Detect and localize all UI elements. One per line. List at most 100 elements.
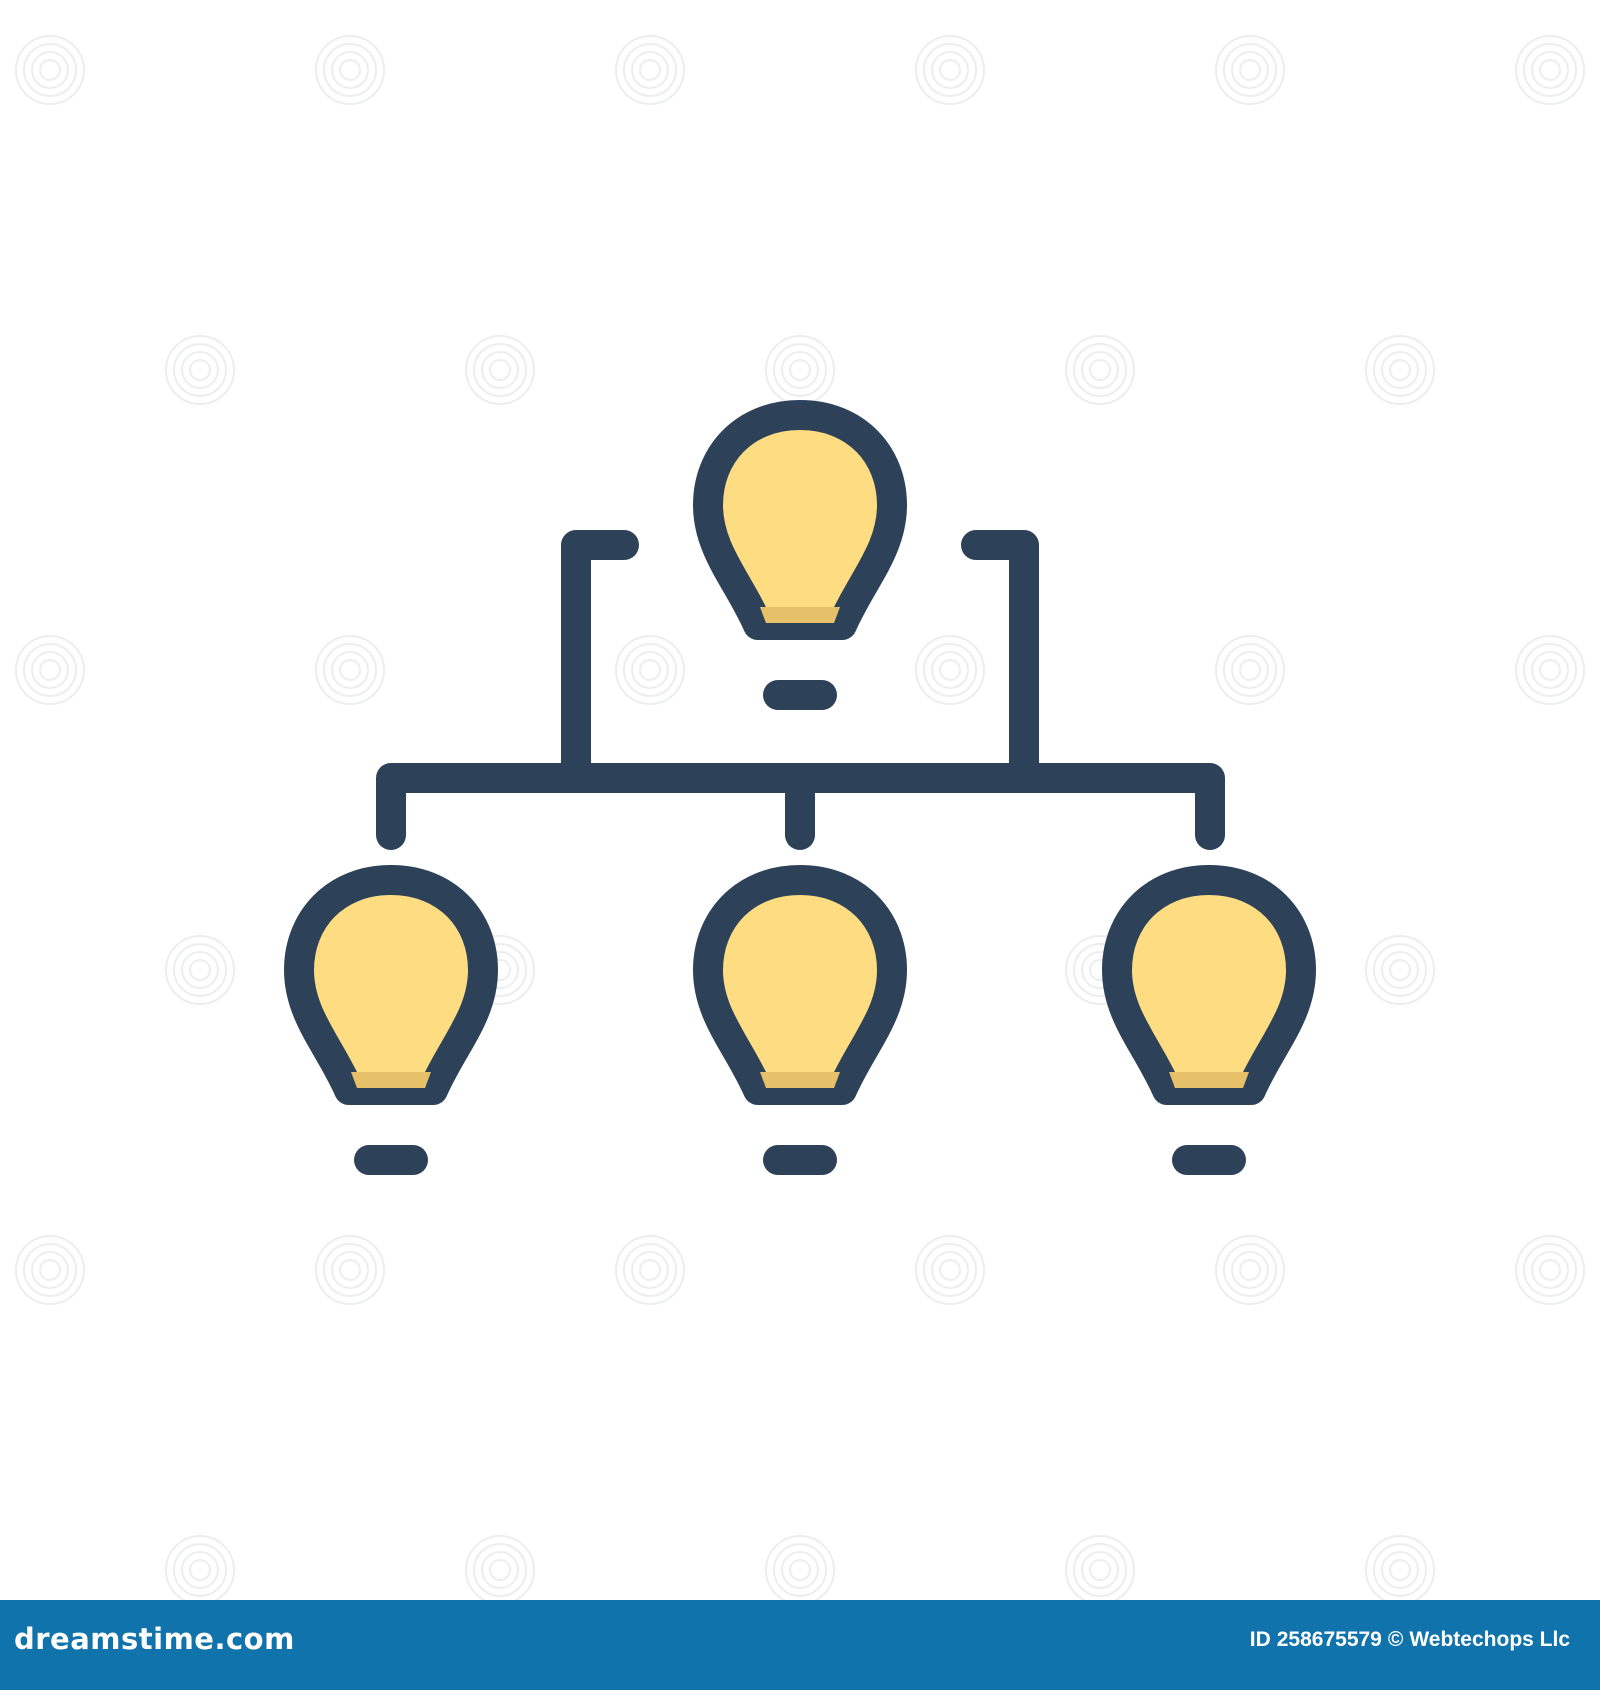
watermark-ring: [165, 935, 235, 1005]
watermark-ring: [639, 59, 661, 81]
watermark-ring: [1523, 643, 1577, 697]
watermark-ring: [631, 1251, 669, 1289]
watermark-ring: [939, 59, 961, 81]
watermark-ring: [1539, 59, 1561, 81]
watermark-ring: [1531, 1251, 1569, 1289]
watermark-layer: [15, 35, 1585, 1600]
watermark-ring: [773, 343, 827, 397]
watermark-ring: [465, 335, 535, 405]
stock-image: [0, 0, 1600, 1600]
bulb-middle: [708, 880, 892, 1160]
copyright-symbol: ©: [1387, 1628, 1404, 1651]
watermark-ring: [31, 651, 69, 689]
watermark-ring: [1081, 351, 1119, 389]
watermark-ring: [323, 1243, 377, 1297]
watermark-ring: [1365, 335, 1435, 405]
watermark-ring: [1089, 1559, 1111, 1581]
watermark-ring: [31, 51, 69, 89]
watermark-ring: [165, 1535, 235, 1600]
watermark-ring: [1515, 635, 1585, 705]
watermark-ring: [765, 1535, 835, 1600]
watermark-ring: [639, 659, 661, 681]
watermark-ring: [1531, 651, 1569, 689]
watermark-ring: [939, 1259, 961, 1281]
watermark-ring: [1373, 1543, 1427, 1597]
watermark-ring: [1223, 1243, 1277, 1297]
watermark-ring: [923, 1243, 977, 1297]
watermark-ring: [339, 659, 361, 681]
watermark-ring: [181, 351, 219, 389]
author-name: Webtechops Llc: [1409, 1628, 1570, 1651]
watermark-ring: [1215, 1235, 1285, 1305]
watermark-ring: [1231, 51, 1269, 89]
watermark-ring: [331, 1251, 369, 1289]
footer-bar: dreamstime.com ID 258675579 © Webtechops…: [0, 1600, 1600, 1690]
watermark-ring: [315, 1235, 385, 1305]
watermark-ring: [23, 1243, 77, 1297]
watermark-ring: [39, 1259, 61, 1281]
watermark-ring: [465, 1535, 535, 1600]
watermark-ring: [173, 343, 227, 397]
watermark-ring: [1389, 359, 1411, 381]
watermark-ring: [315, 635, 385, 705]
bulb-right: [1117, 880, 1301, 1160]
watermark-ring: [39, 659, 61, 681]
watermark-ring: [623, 43, 677, 97]
watermark-ring: [1515, 1235, 1585, 1305]
watermark-ring: [31, 1251, 69, 1289]
watermark-ring: [1065, 335, 1135, 405]
watermark-ring: [1215, 635, 1285, 705]
watermark-ring: [789, 1559, 811, 1581]
watermark-ring: [615, 635, 685, 705]
watermark-ring: [1081, 1551, 1119, 1589]
watermark-ring: [481, 1551, 519, 1589]
watermark-ring: [1523, 1243, 1577, 1297]
watermark-ring: [1365, 1535, 1435, 1600]
watermark-ring: [631, 651, 669, 689]
watermark-ring: [1381, 351, 1419, 389]
watermark-ring: [1239, 659, 1261, 681]
watermark-ring: [1381, 951, 1419, 989]
watermark-ring: [23, 43, 77, 97]
bulb-top: [708, 415, 892, 695]
watermark-ring: [189, 359, 211, 381]
watermark-ring: [623, 1243, 677, 1297]
watermark-ring: [915, 635, 985, 705]
watermark-ring: [923, 43, 977, 97]
idea-hierarchy-icon: [0, 0, 1600, 1600]
watermark-ring: [173, 1543, 227, 1597]
watermark-ring: [165, 335, 235, 405]
watermark-ring: [339, 1259, 361, 1281]
watermark-ring: [789, 359, 811, 381]
watermark-ring: [23, 643, 77, 697]
watermark-ring: [615, 35, 685, 105]
watermark-ring: [15, 1235, 85, 1305]
watermark-ring: [489, 1559, 511, 1581]
watermark-ring: [1373, 943, 1427, 997]
watermark-ring: [1539, 1259, 1561, 1281]
watermark-ring: [915, 1235, 985, 1305]
watermark-ring: [331, 651, 369, 689]
watermark-ring: [1381, 1551, 1419, 1589]
watermark-ring: [481, 351, 519, 389]
watermark-ring: [931, 651, 969, 689]
watermark-ring: [489, 359, 511, 381]
watermark-ring: [623, 643, 677, 697]
image-credit: ID 258675579 © Webtechops Llc: [1250, 1628, 1570, 1652]
watermark-ring: [1223, 43, 1277, 97]
watermark-ring: [189, 1559, 211, 1581]
watermark-ring: [1089, 359, 1111, 381]
watermark-ring: [473, 1543, 527, 1597]
watermark-ring: [1073, 343, 1127, 397]
bulb-left: [299, 880, 483, 1160]
watermark-ring: [473, 343, 527, 397]
watermark-ring: [1073, 1543, 1127, 1597]
watermark-ring: [339, 59, 361, 81]
watermark-ring: [1365, 935, 1435, 1005]
watermark-ring: [189, 959, 211, 981]
watermark-ring: [781, 1551, 819, 1589]
watermark-ring: [39, 59, 61, 81]
watermark-ring: [1515, 35, 1585, 105]
watermark-ring: [15, 635, 85, 705]
watermark-ring: [923, 643, 977, 697]
